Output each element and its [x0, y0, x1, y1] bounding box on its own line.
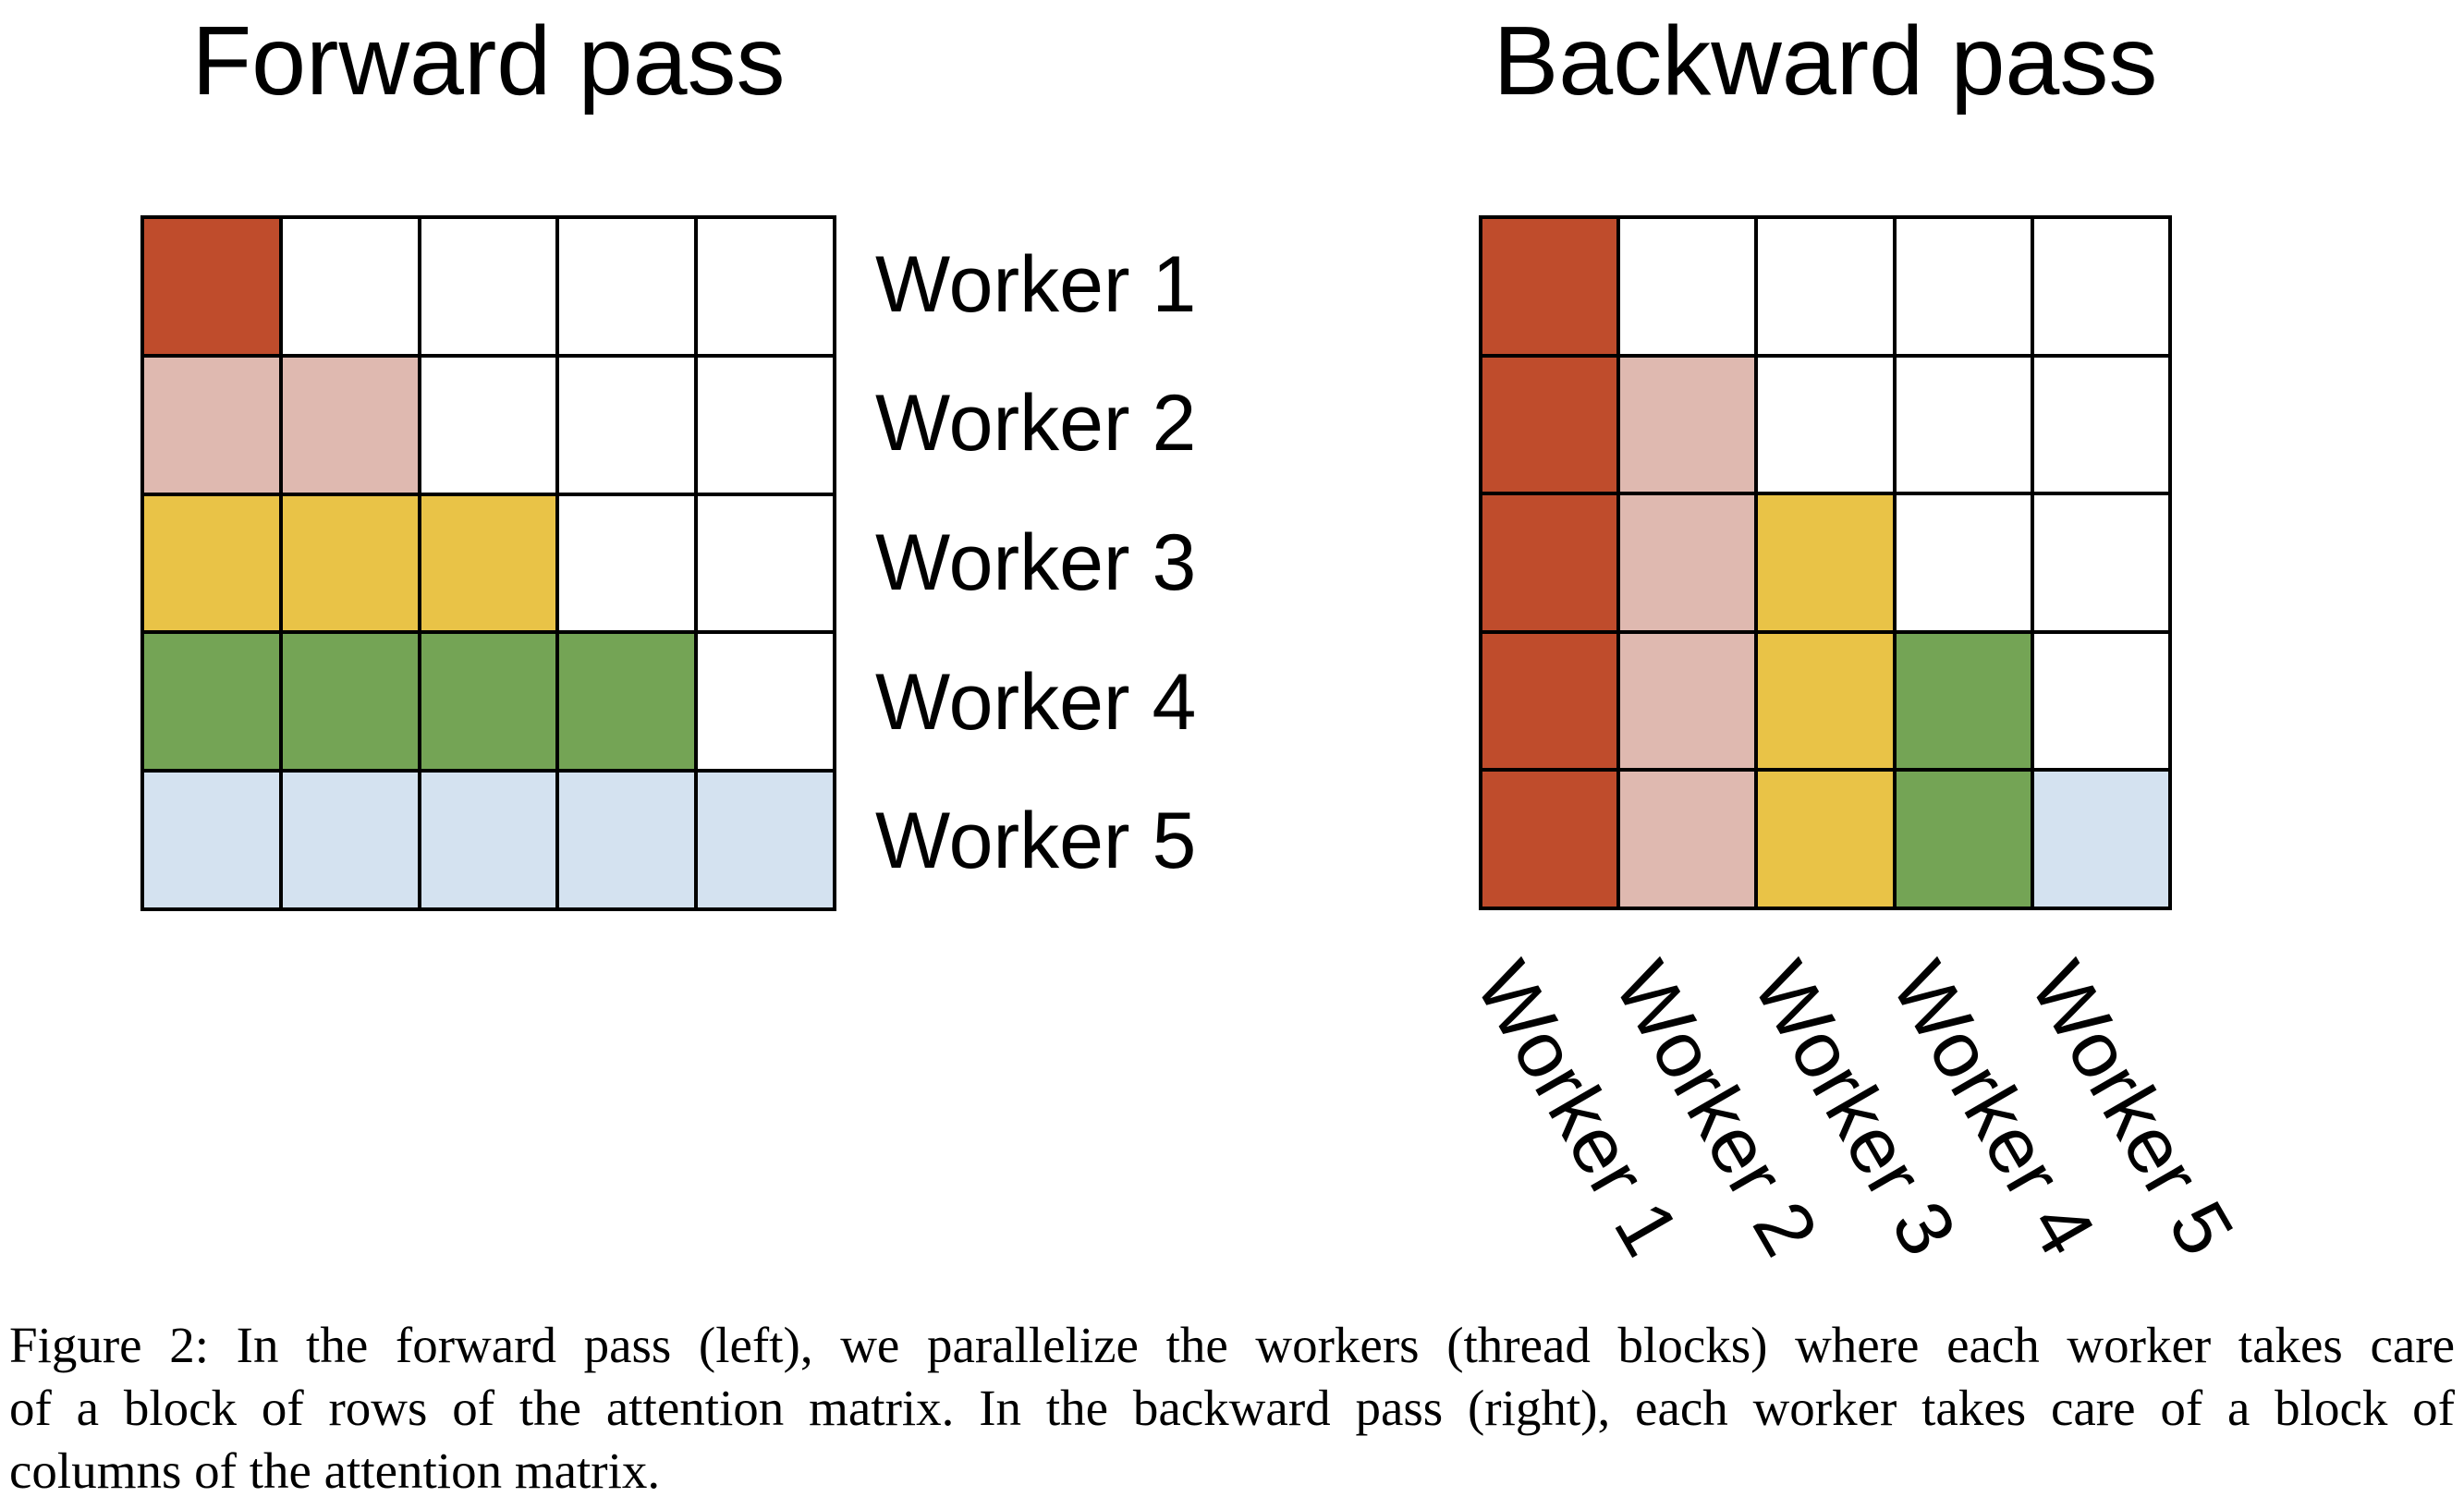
row-label-worker-5: Worker 5 [875, 797, 1197, 886]
forward-row-labels: Worker 1 Worker 2 Worker 3 Worker 4 Worker 5 [875, 215, 1196, 911]
grid-cell-r4c2 [280, 632, 420, 772]
grid-cell-r1c4 [557, 217, 697, 356]
grid-cell-r5c3 [419, 771, 558, 909]
grid-cell-r1c5 [696, 217, 835, 356]
grid-cell-r4c1 [1481, 631, 1619, 771]
grid-cell-r5c3 [1756, 770, 1895, 908]
grid-cell-r3c3 [1756, 493, 1895, 632]
grid-cell-r2c3 [1756, 355, 1895, 494]
caption-line-1: Figure 2: In the forward pass (left), we… [9, 1317, 2455, 1373]
grid-cell-r2c5 [2031, 355, 2170, 494]
grid-cell-r1c1 [1481, 217, 1619, 356]
grid-cell-r4c1 [142, 632, 281, 772]
grid-cell-r2c1 [1481, 355, 1619, 494]
row-label-worker-2: Worker 2 [875, 379, 1197, 469]
forward-attention-matrix [140, 215, 836, 911]
grid-cell-r3c5 [2031, 493, 2170, 632]
grid-cell-r3c1 [142, 493, 281, 633]
grid-cell-r4c4 [1894, 631, 2032, 771]
row-label-worker-4: Worker 4 [875, 657, 1197, 747]
grid-cell-r3c4 [1894, 493, 2032, 632]
grid-cell-r2c4 [1894, 355, 2032, 494]
forward-pass-title: Forward pass [191, 6, 786, 116]
grid-cell-r3c1 [1481, 493, 1619, 632]
backward-attention-matrix [1479, 215, 2172, 910]
grid-cell-r1c1 [142, 217, 281, 356]
grid-cell-r2c2 [280, 355, 420, 494]
grid-cell-r5c5 [2031, 770, 2170, 908]
grid-cell-r3c2 [1618, 493, 1757, 632]
grid-cell-r2c1 [142, 355, 281, 494]
grid-cell-r5c4 [557, 771, 697, 909]
caption-line-3: columns of the attention matrix. [9, 1442, 661, 1497]
grid-cell-r5c2 [1618, 770, 1757, 908]
grid-cell-r5c4 [1894, 770, 2032, 908]
grid-cell-r4c2 [1618, 631, 1757, 771]
grid-cell-r1c3 [1756, 217, 1895, 356]
row-label-worker-3: Worker 3 [875, 517, 1197, 607]
grid-cell-r2c4 [557, 355, 697, 494]
grid-cell-r4c3 [1756, 631, 1895, 771]
row-label-worker-1: Worker 1 [875, 239, 1197, 329]
grid-cell-r1c4 [1894, 217, 2032, 356]
grid-cell-r3c5 [696, 493, 835, 633]
grid-cell-r3c4 [557, 493, 697, 633]
grid-cell-r5c1 [1481, 770, 1619, 908]
grid-cell-r5c5 [696, 771, 835, 909]
grid-cell-r5c1 [142, 771, 281, 909]
grid-cell-r1c2 [280, 217, 420, 356]
grid-cell-r2c5 [696, 355, 835, 494]
grid-cell-r2c3 [419, 355, 558, 494]
grid-cell-r3c2 [280, 493, 420, 633]
grid-cell-r3c3 [419, 493, 558, 633]
grid-cell-r4c5 [696, 632, 835, 772]
figure-caption: Figure 2: In the forward pass (left), we… [9, 1314, 2455, 1497]
grid-cell-r5c2 [280, 771, 420, 909]
grid-cell-r2c2 [1618, 355, 1757, 494]
grid-cell-r1c2 [1618, 217, 1757, 356]
caption-line-2: of a block of rows of the attention matr… [9, 1380, 2455, 1436]
backward-pass-title: Backward pass [1493, 6, 2158, 116]
grid-cell-r1c3 [419, 217, 558, 356]
grid-cell-r4c4 [557, 632, 697, 772]
grid-cell-r4c3 [419, 632, 558, 772]
grid-cell-r4c5 [2031, 631, 2170, 771]
grid-cell-r1c5 [2031, 217, 2170, 356]
